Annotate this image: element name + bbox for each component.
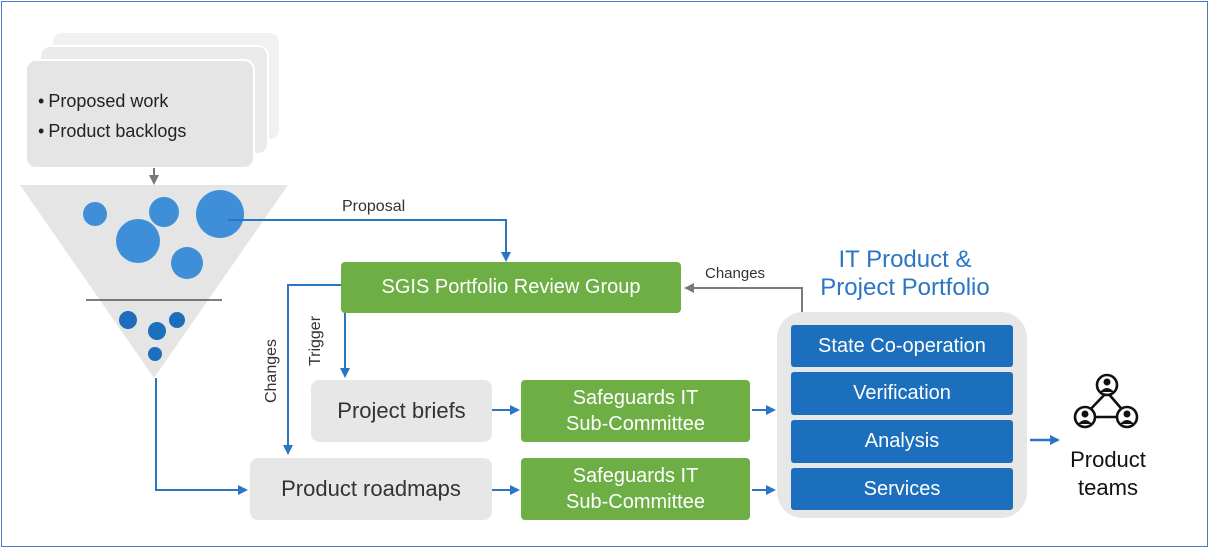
- project-briefs-box: Project briefs: [311, 380, 492, 442]
- portfolio-item-label: State Co-operation: [818, 334, 986, 357]
- proposal-arrow: [228, 219, 511, 262]
- changes-top-label: Changes: [705, 265, 766, 282]
- portfolio-item-services: Services: [791, 468, 1013, 510]
- funnel-to-roadmaps-arrow: [155, 378, 248, 495]
- subcommittee-box-2: Safeguards IT Sub-Committee: [521, 458, 750, 520]
- subcommittee-1-line2: Sub-Committee: [566, 413, 705, 435]
- project-briefs-label: Project briefs: [337, 398, 466, 423]
- changes-left-arrow: [283, 284, 343, 455]
- portfolio-title-line1: IT Product &: [838, 246, 972, 273]
- portfolio-item-label: Verification: [853, 382, 951, 404]
- funnel-circles-small: [119, 311, 185, 361]
- portfolio-item-analysis: Analysis: [791, 420, 1013, 463]
- portfolio-title-line2: Project Portfolio: [820, 274, 990, 301]
- review-group-box: SGIS Portfolio Review Group: [341, 262, 681, 313]
- input-list: Proposed work Product backlogs: [38, 86, 186, 146]
- review-group-label: SGIS Portfolio Review Group: [381, 276, 641, 298]
- portfolio-item-verification: Verification: [791, 372, 1013, 415]
- portfolio-item-state-cooperation: State Co-operation: [791, 325, 1013, 367]
- subcommittee-1-line1: Safeguards IT: [572, 387, 699, 409]
- subcommittee-box-1: Safeguards IT Sub-Committee: [521, 380, 750, 442]
- changes-top-arrow: [684, 283, 803, 312]
- product-roadmaps-box: Product roadmaps: [250, 458, 492, 520]
- product-teams-icon: [1073, 373, 1139, 429]
- input-item-product-backlogs: Product backlogs: [38, 116, 186, 146]
- product-teams-heads: [1078, 378, 1134, 424]
- subcommittee-2-line2: Sub-Committee: [566, 491, 705, 513]
- portfolio-item-label: Services: [863, 477, 941, 500]
- funnel-circles-large: [83, 190, 244, 279]
- subcommittee-2-line1: Safeguards IT: [572, 465, 699, 487]
- portfolio-title: IT Product & Project Portfolio: [800, 246, 1010, 302]
- proposal-label: Proposal: [342, 198, 406, 215]
- trigger-label: Trigger: [307, 315, 324, 367]
- product-teams-label: Product teams: [1056, 446, 1160, 502]
- portfolio-item-label: Analysis: [864, 430, 940, 452]
- product-teams-line1: Product: [1070, 447, 1146, 472]
- product-roadmaps-label: Product roadmaps: [281, 476, 461, 501]
- product-teams-line2: teams: [1078, 475, 1138, 500]
- changes-left-label: Changes: [263, 338, 280, 404]
- input-item-proposed-work: Proposed work: [38, 86, 186, 116]
